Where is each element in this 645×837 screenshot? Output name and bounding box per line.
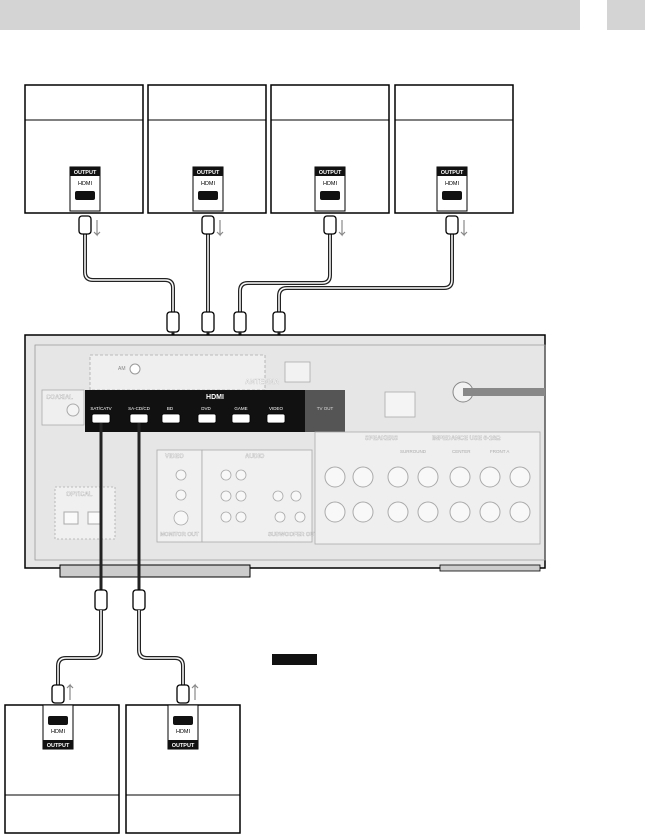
output-label: OUTPUT (319, 170, 342, 176)
output-label: OUTPUT (47, 743, 70, 749)
optical-label: OPTICAL (66, 492, 93, 498)
subwoofer-label: SUBWOOFER OUT (268, 532, 318, 538)
av-receiver: AM ANTENNA HDMI TV OUT SAT/CATV SA-CD/CD… (24, 334, 546, 578)
hdmi-port-label: HDMI (323, 181, 338, 187)
hdmi-port-icon (198, 191, 218, 200)
hdmi-port-icon (442, 191, 462, 200)
hdmi-port-label: HDMI (51, 729, 66, 735)
output-label: OUTPUT (197, 170, 220, 176)
cables-from-receiver (99, 423, 141, 590)
hdmi-port-label: SAT/CATV (90, 406, 111, 411)
cables-top-highlight (84, 232, 453, 312)
hdmi-port-label: HDMI (201, 181, 216, 187)
hdmi-port-label: DVD (201, 406, 211, 411)
center-label: CENTER (452, 449, 471, 454)
device-top-4: OUTPUT HDMI (394, 84, 514, 214)
antenna-label: ANTENNA (245, 379, 279, 386)
connectors-top-devices (78, 215, 459, 235)
hdmi-port-icon (75, 191, 95, 200)
output-label: OUTPUT (441, 170, 464, 176)
hdmi-port-label: SA-CD/CD (128, 406, 151, 411)
speakers-label: SPEAKERS (365, 436, 398, 442)
cables-bottom-highlight (57, 610, 184, 685)
hdmi-port-icon (320, 191, 340, 200)
rca-jacks (173, 469, 306, 526)
hdmi-port-label: VIDEO (269, 406, 284, 411)
connectors-bottom-devices (51, 684, 190, 704)
audio-label: AUDIO (245, 454, 265, 460)
hdmi-port-label: HDMI (78, 181, 93, 187)
connectors-receiver-bottom (94, 589, 146, 611)
hdmi-input-ports (91, 413, 286, 424)
hdmi-port-label: GAME (234, 406, 247, 411)
output-label: OUTPUT (172, 743, 195, 749)
am-label: AM (118, 366, 126, 372)
hdmi-port-label: BD (167, 406, 174, 411)
speaker-terminals (324, 466, 531, 523)
arrows-bottom (66, 683, 199, 700)
arrows-top (93, 220, 468, 237)
surround-label: SURROUND (400, 449, 427, 454)
video-label: VIDEO (165, 454, 184, 460)
section-header-bar (0, 0, 580, 30)
monitor-out-label: MONITOR OUT (160, 532, 200, 538)
side-tab (607, 0, 645, 30)
coaxial-label: COAXIAL (46, 395, 73, 401)
cables-top (83, 232, 454, 312)
hdmi-port-icon (173, 716, 193, 725)
output-label: OUTPUT (74, 170, 97, 176)
hdmi-title: HDMI (206, 394, 224, 401)
cables-bottom (56, 610, 185, 685)
note-badge (272, 654, 317, 665)
hdmi-port-label: HDMI (445, 181, 460, 187)
hdmi-port-label: HDMI (176, 729, 191, 735)
device-bottom-2: HDMI OUTPUT (125, 704, 241, 834)
front-label: FRONT A (490, 449, 509, 454)
impedance-label: IMPEDANCE USE 6-16Ω (432, 436, 501, 442)
connectors-receiver-top (166, 311, 286, 333)
device-top-2: OUTPUT HDMI (147, 84, 267, 214)
device-bottom-1: HDMI OUTPUT (4, 704, 120, 834)
device-top-1: OUTPUT HDMI (24, 84, 144, 214)
hdmi-out-label: TV OUT (317, 406, 334, 411)
device-top-3: OUTPUT HDMI (270, 84, 390, 214)
hdmi-port-icon (48, 716, 68, 725)
